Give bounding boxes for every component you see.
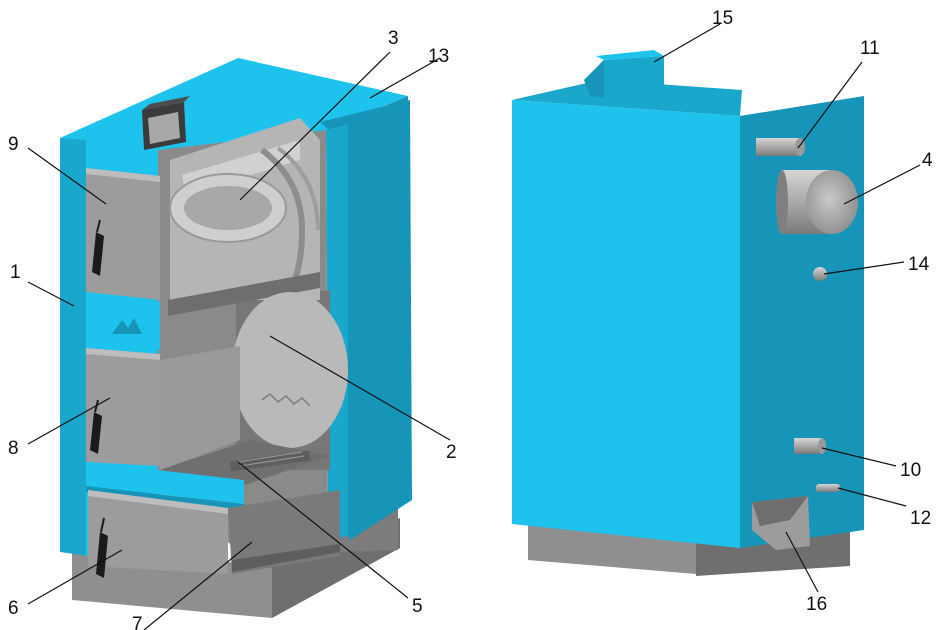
callout-labels: 1 2 3 4 5 6 7 8 9 10 11 12 13 14 15 16 <box>8 8 933 630</box>
callout-12: 12 <box>910 508 931 529</box>
logo-icon <box>112 318 142 334</box>
callout-8: 8 <box>8 438 19 459</box>
top-box <box>584 50 664 98</box>
callout-1: 1 <box>10 262 21 283</box>
drain-fitting <box>816 484 840 492</box>
callout-10: 10 <box>900 460 921 481</box>
callout-15: 15 <box>712 8 733 29</box>
upper-door <box>86 168 160 300</box>
blue-ledge <box>86 462 244 504</box>
callout-5: 5 <box>412 596 423 617</box>
rear-top <box>512 80 742 116</box>
callout-4: 4 <box>922 150 933 171</box>
callout-7: 7 <box>132 614 143 630</box>
middle-door-handle <box>90 412 102 454</box>
callout-2: 2 <box>446 442 457 463</box>
leader-lines <box>27 23 921 630</box>
rear-bracket <box>752 496 810 550</box>
middle-door <box>86 348 160 466</box>
front-frame <box>60 138 88 556</box>
callout-14: 14 <box>908 254 930 275</box>
callout-3: 3 <box>388 28 399 49</box>
rear-side-face <box>740 96 864 548</box>
callout-9: 9 <box>8 134 19 155</box>
rear-front-face <box>512 100 740 548</box>
combustion-chamber <box>232 292 348 448</box>
ash-door <box>88 490 228 578</box>
grate <box>229 450 311 472</box>
pipe-outlet <box>756 138 805 156</box>
callout-6: 6 <box>8 598 19 619</box>
sensor-port <box>813 267 827 281</box>
pipe-return <box>794 438 826 454</box>
callout-11: 11 <box>860 38 880 59</box>
firebox-wall <box>160 346 240 470</box>
rear-boiler <box>512 50 864 576</box>
callout-13: 13 <box>428 46 449 67</box>
cutaway-boiler <box>60 58 412 618</box>
upper-door-handle <box>92 232 104 276</box>
ash-door-handle <box>96 532 108 578</box>
upper-grate <box>168 272 320 316</box>
flue-pipe <box>776 170 858 234</box>
callout-16: 16 <box>806 594 827 615</box>
